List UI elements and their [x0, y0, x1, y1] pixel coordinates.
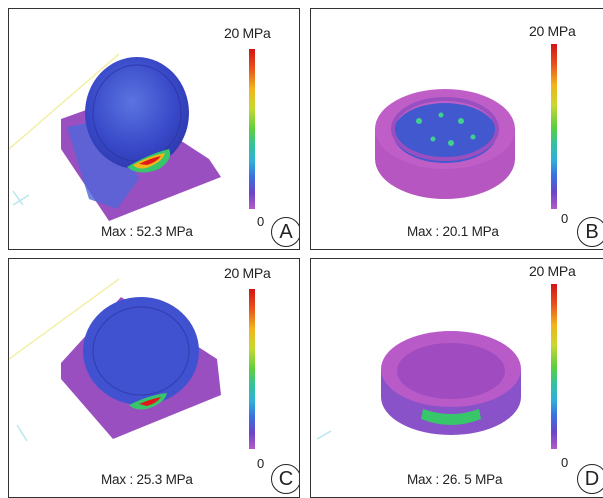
max-stress-label: Max : 26. 5 MPa — [407, 472, 503, 487]
color-scale-bar — [551, 44, 557, 209]
max-stress-label: Max : 20.1 MPa — [407, 224, 499, 239]
panel-b: 20 MPa 0 Max : 20.1 MPa B — [310, 8, 603, 250]
scale-min-label: 0 — [257, 456, 265, 471]
axis-line — [9, 53, 120, 150]
panel-c: 20 MPa 0 Max : 25.3 MPa C — [8, 258, 300, 498]
panel-a: 20 MPa 0 Max : 52.3 MPa A — [8, 8, 300, 250]
max-stress-label: Max : 52.3 MPa — [101, 224, 193, 239]
color-scale-bar — [249, 289, 255, 449]
color-scale-bar — [551, 284, 557, 449]
fea-render-c — [9, 278, 255, 449]
max-stress-label: Max : 25.3 MPa — [101, 472, 193, 487]
scale-min-label: 0 — [561, 455, 569, 470]
panel-letter-badge: B — [577, 217, 603, 247]
scale-max-label: 20 MPa — [529, 263, 576, 279]
model-dome — [85, 57, 189, 169]
color-scale-bar — [249, 49, 255, 209]
panel-letter-badge: D — [577, 464, 603, 494]
scale-max-label: 20 MPa — [224, 265, 271, 281]
model-cavity — [393, 103, 497, 163]
scale-min-label: 0 — [257, 214, 265, 229]
scale-min-label: 0 — [561, 211, 569, 226]
fea-render-b — [375, 44, 557, 209]
model-cavity — [397, 343, 505, 399]
panel-letter-badge: C — [271, 464, 299, 494]
scale-max-label: 20 MPa — [224, 25, 271, 41]
panel-letter-badge: A — [271, 217, 299, 247]
scale-max-label: 20 MPa — [529, 23, 576, 39]
fea-render-d — [316, 284, 557, 449]
panel-d: 20 MPa 0 Max : 26. 5 MPa D — [310, 258, 603, 498]
model-dome — [83, 297, 199, 405]
fea-render-a — [9, 49, 255, 221]
